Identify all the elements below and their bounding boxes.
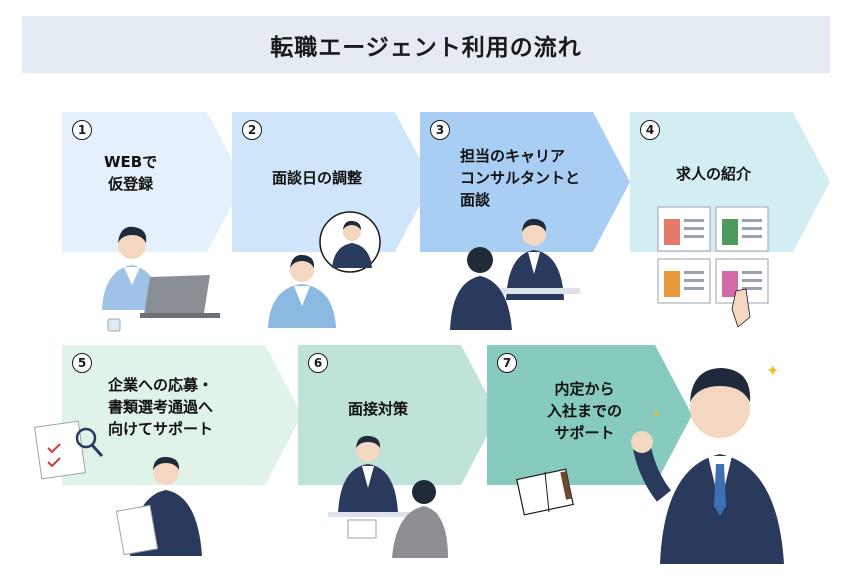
- step-3-label: 担当のキャリア コンサルタントと 面談: [460, 147, 581, 209]
- step-6: 6 面接対策: [298, 345, 498, 485]
- step-3-number: 3: [430, 120, 450, 140]
- step-2-arrow-shape: [232, 112, 432, 252]
- businessman-fist-illustration: ✦ ✦: [631, 361, 784, 564]
- step-2-label: 面談日の調整: [272, 169, 363, 187]
- svg-text:✦: ✦: [652, 410, 660, 421]
- title-banner: 転職エージェント利用の流れ: [22, 16, 830, 73]
- step-5-label: 企業への応募・ 書類選考通過へ 向けてサポート: [108, 376, 214, 438]
- person-documents-illustration: [115, 456, 202, 556]
- diagram-title: 転職エージェント利用の流れ: [270, 34, 582, 61]
- step-1-arrow-shape: [62, 112, 244, 252]
- step-4-label: 求人の紹介: [676, 165, 752, 183]
- step-4-number: 4: [640, 120, 660, 140]
- consultation-illustration: [450, 218, 580, 330]
- step-5: 5 企業への応募・ 書類選考通過へ 向けてサポート: [62, 345, 302, 485]
- step-5-number: 5: [72, 353, 92, 373]
- step-7-number: 7: [497, 353, 517, 373]
- phone-call-illustration: [268, 211, 381, 328]
- interview-illustration: [328, 435, 448, 558]
- step-3: 3 担当のキャリア コンサルタントと 面談: [420, 112, 630, 252]
- person-laptop-illustration: [102, 226, 220, 332]
- step-1-number: 1: [72, 120, 92, 140]
- job-cards-illustration: [657, 206, 769, 328]
- notebook-icon: [516, 468, 574, 516]
- step-6-label: 面接対策: [348, 400, 409, 418]
- step-1-label: WEBで 仮登録: [104, 153, 158, 193]
- step-1: 1 WEBで 仮登録: [62, 112, 244, 252]
- svg-text:✦: ✦: [766, 361, 779, 380]
- documents-magnifier-illustration: [34, 420, 104, 480]
- step-2-number: 2: [242, 120, 262, 140]
- step-7-label: 内定から 入社までの サポート: [547, 380, 623, 442]
- step-6-arrow-shape: [298, 345, 498, 485]
- step-2: 2 面談日の調整: [232, 112, 432, 252]
- step-6-number: 6: [308, 353, 328, 373]
- step-3-arrow-shape: [420, 112, 630, 252]
- step-5-arrow-shape: [62, 345, 302, 485]
